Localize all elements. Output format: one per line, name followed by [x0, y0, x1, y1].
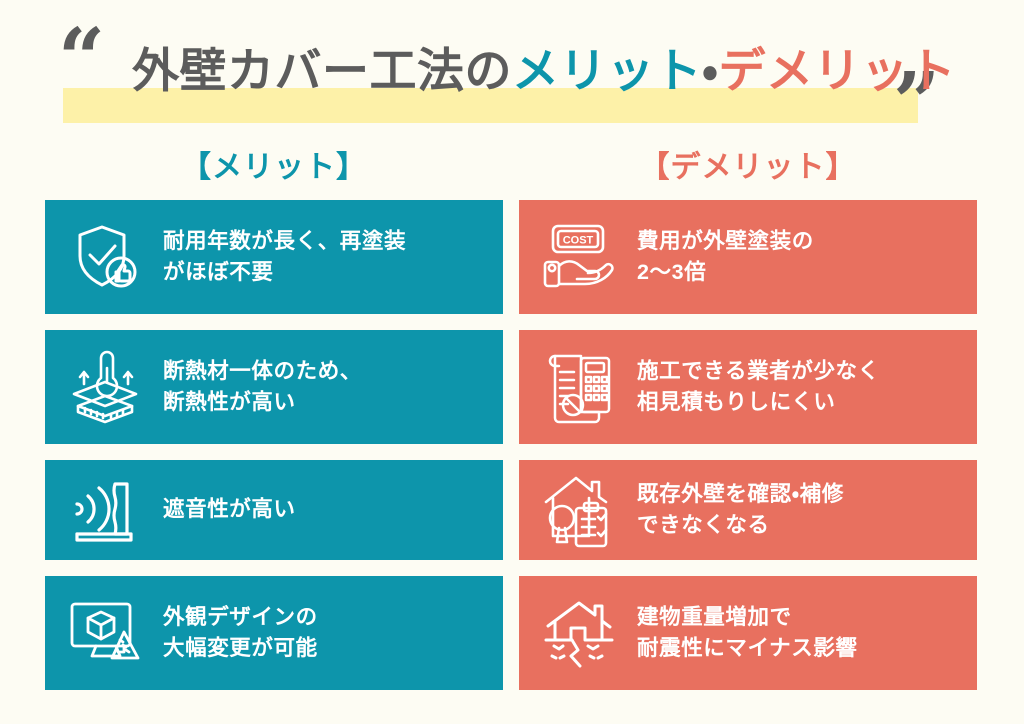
- merit-heading: 【メリット】: [181, 151, 367, 184]
- merit-card-text: 外観デザインの 大幅変更が可能: [163, 604, 318, 660]
- merit-card-text: 遮音性が高い: [163, 497, 296, 522]
- merit-card: 外観デザインの 大幅変更が可能: [45, 576, 503, 690]
- monitor-cube-ruler-icon: [63, 591, 147, 675]
- page-title-separator: ・: [702, 44, 719, 97]
- page-title-part-main: 外壁カバー工法の: [132, 44, 512, 97]
- merit-card: 遮音性が高い: [45, 460, 503, 560]
- merit-card-text: 断熱材一体のため、 断熱性が高い: [163, 358, 362, 414]
- shield-check-thumbsup-icon: [63, 215, 147, 299]
- soundproof-wave-wall-icon: [63, 468, 147, 552]
- demerit-card-text: 建物重量増加で 耐震性にマイナス影響: [637, 604, 858, 660]
- demerit-card-text: 既存外壁を確認・補修 できなくなる: [637, 481, 844, 537]
- demerit-heading: 【デメリット】: [639, 151, 857, 184]
- cost-tag-label: COST: [563, 235, 594, 247]
- insulation-thermometer-icon: [63, 345, 147, 429]
- hand-cost-tag-icon: COST: [537, 215, 621, 299]
- merit-card-list: 耐用年数が長く、再塗装 がほぼ不要 断熱材一体のため: [45, 200, 503, 690]
- page-title: 外壁カバー工法のメリット・デメリット: [132, 46, 956, 95]
- demerit-card: 建物重量増加で 耐震性にマイナス影響: [519, 576, 977, 690]
- house-earthquake-crack-icon: [537, 591, 621, 675]
- merit-card: 断熱材一体のため、 断熱性が高い: [45, 330, 503, 444]
- quote-open-icon: “: [58, 11, 106, 107]
- page-header: “ ” 外壁カバー工法のメリット・デメリット: [0, 0, 1024, 145]
- page-title-part-demerit: デメリット: [718, 44, 956, 97]
- demerit-card-text: 施工できる業者が少なく 相見積もりしにくい: [637, 358, 880, 414]
- demerit-card: COST 費用が外壁塗装の 2〜3倍: [519, 200, 977, 314]
- title-highlight-bar: [63, 88, 918, 123]
- house-magnifier-checklist-icon: [537, 468, 621, 552]
- demerit-card-text: 費用が外壁塗装の 2〜3倍: [637, 228, 814, 284]
- comparison-columns: 【メリット】 耐用年数が長く、再塗装 がほぼ不要: [0, 150, 1024, 690]
- demerit-card: 施工できる業者が少なく 相見積もりしにくい: [519, 330, 977, 444]
- merit-card: 耐用年数が長く、再塗装 がほぼ不要: [45, 200, 503, 314]
- merit-column: 【メリット】 耐用年数が長く、再塗装 がほぼ不要: [45, 150, 503, 690]
- page-title-part-merit: メリット: [512, 44, 702, 97]
- merit-card-text: 耐用年数が長く、再塗装 がほぼ不要: [163, 228, 407, 284]
- demerit-card: 既存外壁を確認・補修 できなくなる: [519, 460, 977, 560]
- demerit-card-list: COST 費用が外壁塗装の 2〜3倍: [519, 200, 977, 690]
- demerit-column: 【デメリット】 COST 費用が外壁塗装の 2〜3倍: [519, 150, 977, 690]
- invoice-calculator-icon: [537, 345, 621, 429]
- quote-close-icon: ”: [893, 55, 941, 151]
